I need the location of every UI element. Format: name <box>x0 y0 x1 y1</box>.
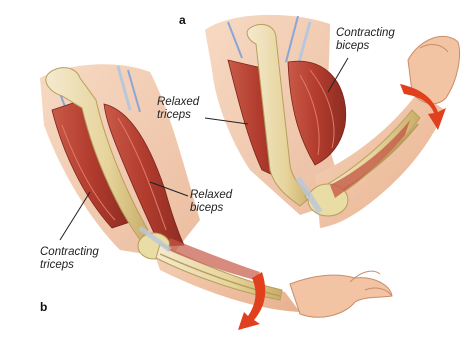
label-line: Contracting <box>40 246 99 259</box>
label-line: biceps <box>336 40 395 53</box>
label-a-contracting-biceps: Contracting biceps <box>336 27 395 53</box>
label-line: triceps <box>40 259 99 272</box>
label-line: biceps <box>190 202 232 215</box>
panel-label-b: b <box>40 300 47 314</box>
label-line: Relaxed <box>157 96 199 109</box>
label-b-contracting-triceps: Contracting triceps <box>40 246 99 272</box>
label-line: Relaxed <box>190 189 232 202</box>
panel-label-a: a <box>179 13 186 27</box>
arm-a-group <box>205 15 460 228</box>
arm-b-hand <box>290 275 392 317</box>
label-line: triceps <box>157 109 199 122</box>
label-line: Contracting <box>336 27 395 40</box>
label-b-relaxed-biceps: Relaxed biceps <box>190 189 232 215</box>
label-a-relaxed-triceps: Relaxed triceps <box>157 96 199 122</box>
leader-b-triceps <box>60 192 90 240</box>
